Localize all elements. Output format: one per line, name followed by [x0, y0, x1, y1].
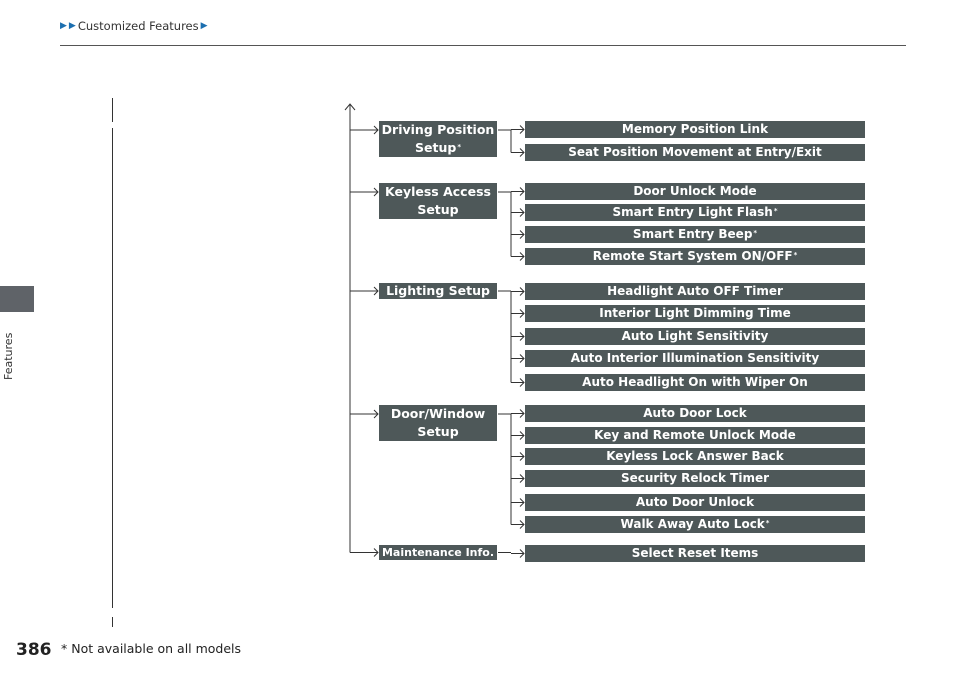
item-label: Security Relock Timer	[620, 471, 770, 485]
arrow-right-icon	[519, 378, 525, 387]
category-label-line2: Setup	[391, 423, 485, 441]
footnote-asterisk: *	[457, 143, 461, 151]
item-label: Door Unlock Mode	[633, 184, 757, 198]
arrow-right-icon	[373, 548, 379, 557]
category-box: Lighting Setup	[379, 283, 497, 299]
item-label: Memory Position Link	[621, 122, 769, 136]
category-label-line1: Lighting Setup	[386, 283, 490, 298]
category-label: Lighting Setup	[386, 282, 490, 300]
item-label: Key and Remote Unlock Mode	[594, 428, 796, 442]
page-number: 386	[16, 640, 52, 660]
item-box: Auto Door Lock	[525, 405, 865, 422]
category-label-text: Setup	[415, 140, 457, 155]
arrow-right-icon	[519, 125, 525, 134]
category-label-line1: Maintenance Info.	[381, 545, 495, 559]
arrow-right-icon	[519, 332, 525, 341]
item-box: Auto Door Unlock	[525, 494, 865, 511]
item-label: Smart Entry Beep	[632, 227, 753, 241]
side-tab	[0, 286, 34, 312]
item-box: Auto Interior Illumination Sensitivity	[525, 350, 865, 367]
category-label-line2: Setup*	[382, 139, 495, 157]
item-box: Security Relock Timer	[525, 470, 865, 487]
item-box: Interior Light Dimming Time	[525, 305, 865, 322]
category-box: Maintenance Info.	[379, 545, 497, 560]
triangle-right-icon: ▶	[60, 21, 67, 31]
arrow-right-icon	[373, 125, 379, 135]
item-box: Walk Away Auto Lock*	[525, 516, 865, 533]
item-label: Headlight Auto OFF Timer	[607, 284, 783, 298]
arrow-right-icon	[519, 520, 525, 529]
item-box: Select Reset Items	[525, 545, 865, 562]
item-box: Door Unlock Mode	[525, 183, 865, 200]
item-label: Auto Interior Illumination Sensitivity	[570, 351, 820, 365]
item-label: Auto Door Lock	[643, 406, 747, 420]
arrow-right-icon	[519, 187, 525, 196]
item-box: Headlight Auto OFF Timer	[525, 283, 865, 300]
arrow-right-icon	[519, 230, 525, 239]
item-label: Auto Door Unlock	[635, 495, 755, 509]
triangle-right-icon: ▶	[200, 21, 208, 31]
arrow-right-icon	[519, 309, 525, 318]
left-bar-bottom	[112, 617, 113, 627]
arrow-right-icon	[519, 431, 525, 440]
item-label: Smart Entry Light Flash	[612, 205, 773, 219]
header-rule	[60, 45, 906, 46]
footnote-asterisk: *	[753, 229, 758, 237]
category-label-line1: Door/Window	[390, 406, 486, 421]
triangle-right-icon: ▶	[68, 21, 76, 31]
item-label: Seat Position Movement at Entry/Exit	[568, 145, 822, 159]
item-box: Memory Position Link	[525, 121, 865, 138]
item-label: Keyless Lock Answer Back	[606, 449, 784, 463]
arrow-right-icon	[373, 286, 379, 296]
item-label: Walk Away Auto Lock	[620, 517, 765, 531]
left-bar-long	[112, 128, 113, 608]
item-label: Select Reset Items	[631, 546, 759, 560]
category-label-line1: Driving Position	[381, 122, 495, 137]
item-box: Remote Start System ON/OFF*	[525, 248, 865, 265]
item-box: Smart Entry Beep*	[525, 226, 865, 243]
arrow-right-icon	[519, 452, 525, 461]
item-label: Remote Start System ON/OFF	[592, 249, 793, 263]
arrow-right-icon	[519, 409, 525, 418]
category-label-text: Setup	[417, 202, 459, 217]
item-box: Smart Entry Light Flash*	[525, 204, 865, 221]
item-box: Auto Headlight On with Wiper On	[525, 374, 865, 391]
breadcrumb-text[interactable]: Customized Features	[77, 19, 199, 33]
footnote-asterisk: *	[773, 207, 778, 215]
arrow-right-icon	[519, 498, 525, 507]
side-tab-label: Features	[2, 332, 15, 380]
left-bar-top	[112, 98, 113, 122]
footnote: * Not available on all models	[61, 641, 242, 656]
arrow-right-icon	[519, 208, 525, 217]
arrow-right-icon	[373, 409, 379, 419]
item-box: Keyless Lock Answer Back	[525, 448, 865, 465]
category-label-line1: Keyless Access	[385, 184, 491, 199]
item-box: Seat Position Movement at Entry/Exit	[525, 144, 865, 161]
breadcrumb: ▶ ▶ Customized Features ▶	[60, 19, 208, 33]
footnote-asterisk: *	[793, 251, 798, 259]
arrow-right-icon	[519, 474, 525, 483]
item-label: Auto Light Sensitivity	[621, 329, 769, 343]
arrow-right-icon	[519, 252, 525, 261]
item-label: Auto Headlight On with Wiper On	[582, 375, 808, 389]
item-label: Interior Light Dimming Time	[599, 306, 791, 320]
arrow-right-icon	[519, 287, 525, 296]
category-label-text: Setup	[417, 424, 459, 439]
category-label: Maintenance Info.	[382, 544, 494, 562]
footnote-asterisk: *	[765, 519, 770, 527]
chevron-up-icon	[344, 103, 356, 111]
item-box: Auto Light Sensitivity	[525, 328, 865, 345]
category-label-line2: Setup	[385, 201, 491, 219]
arrow-right-icon	[373, 187, 379, 197]
arrow-right-icon	[519, 354, 525, 363]
arrow-right-icon	[519, 148, 525, 157]
item-box: Key and Remote Unlock Mode	[525, 427, 865, 444]
arrow-right-icon	[519, 549, 525, 558]
